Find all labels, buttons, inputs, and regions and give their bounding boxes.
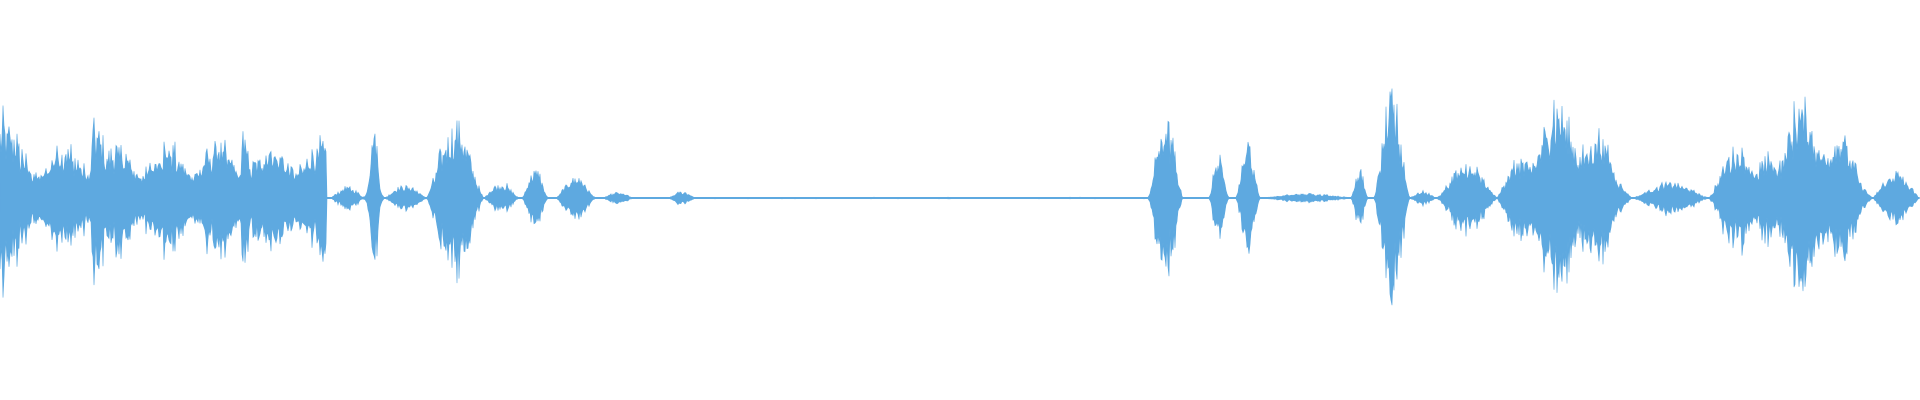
waveform-shape <box>0 88 1920 306</box>
